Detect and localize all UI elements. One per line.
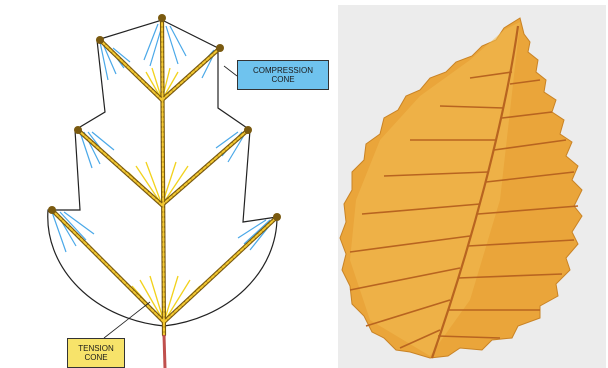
- compression-label-line1: COMPRESSION: [238, 66, 328, 75]
- tension-cone-label: TENSION CONE: [67, 338, 125, 368]
- compression-cone-label: COMPRESSION CONE: [237, 60, 329, 90]
- compression-leader: [224, 66, 237, 76]
- tension-label-line2: CONE: [68, 353, 124, 362]
- compression-label-line2: CONE: [238, 75, 328, 84]
- leaf-photo: [338, 5, 606, 368]
- petiole: [164, 335, 165, 368]
- tension-label-line1: TENSION: [68, 344, 124, 353]
